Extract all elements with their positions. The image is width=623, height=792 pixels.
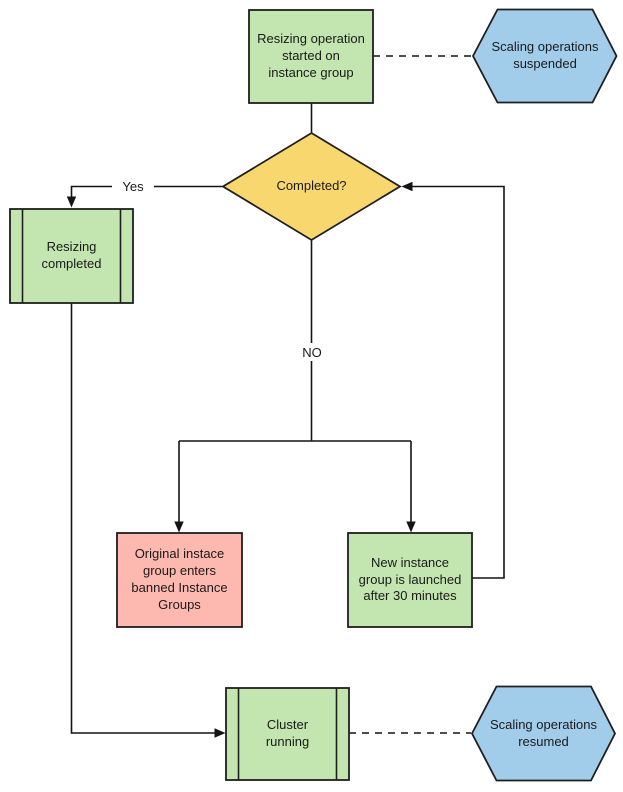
arrowhead-into-banned: [174, 521, 184, 533]
cluster-node-shape: [225, 687, 350, 781]
banned-node-shape: [116, 532, 243, 628]
suspended-hexagon-shape: [471, 8, 618, 104]
edge-decision-yes: [70, 185, 223, 198]
edge-resizing-to-cluster: [70, 303, 215, 734]
arrowhead-into-resizing-completed: [66, 196, 77, 208]
edge-new-group-loop-to-decision: [412, 185, 505, 579]
start-node-shape: [248, 9, 374, 104]
arrowhead-into-new-group: [406, 521, 416, 533]
arrowhead-into-cluster: [214, 728, 226, 738]
decision-diamond-shape: [221, 131, 402, 242]
arrowhead-into-decision: [401, 181, 413, 192]
resumed-hexagon-shape: [470, 685, 617, 782]
resizing-completed-node-shape: [9, 208, 134, 304]
new-group-node-shape: [347, 532, 473, 628]
